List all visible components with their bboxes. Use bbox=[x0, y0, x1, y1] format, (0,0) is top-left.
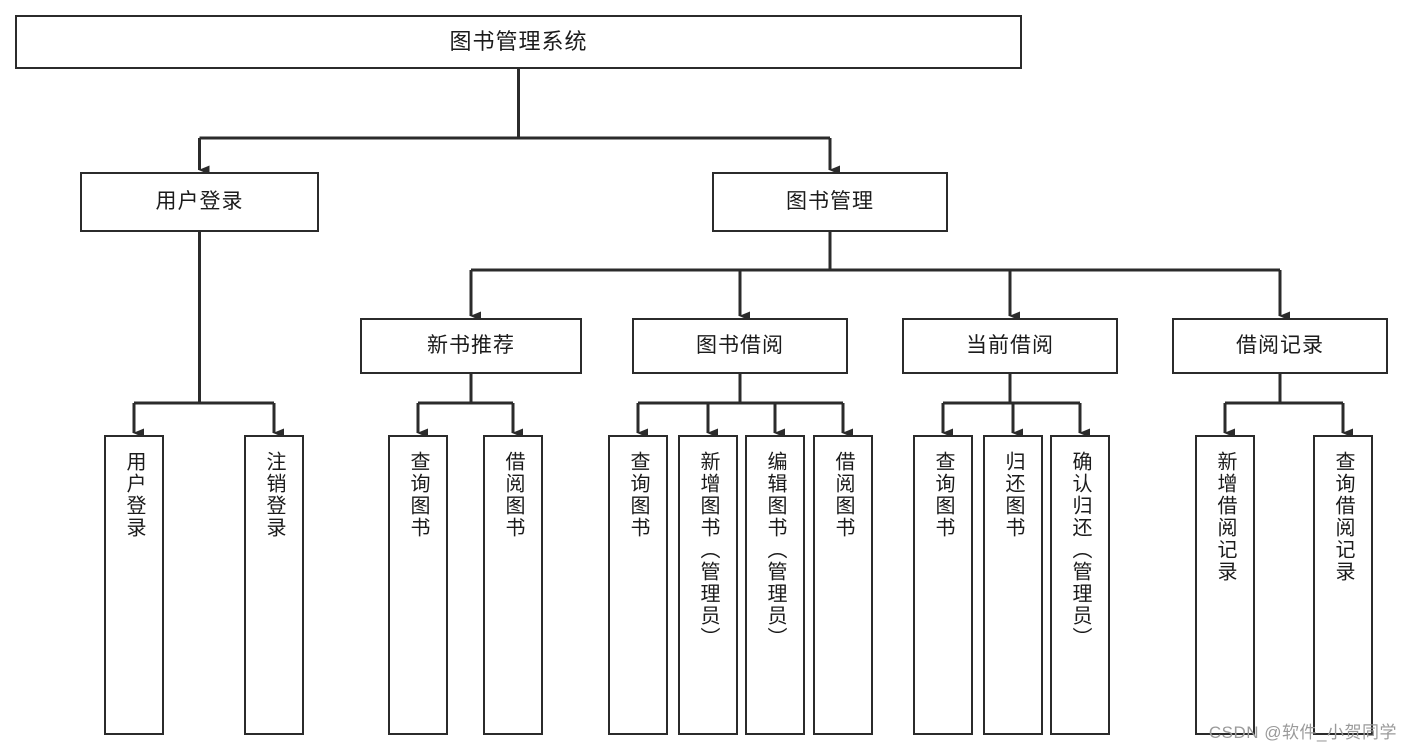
node-book-manage-label: 图书管理 bbox=[786, 189, 874, 213]
node-user-logout-label: 注销登录 bbox=[263, 451, 285, 539]
node-rec-query-book-label: 查询图书 bbox=[407, 451, 429, 539]
node-bb-edit-book[interactable]: 编辑图书（管理员） bbox=[745, 435, 805, 735]
node-br-add-record-label: 新增借阅记录 bbox=[1214, 451, 1236, 583]
node-bb-query-book[interactable]: 查询图书 bbox=[608, 435, 668, 735]
node-cb-query-book[interactable]: 查询图书 bbox=[913, 435, 973, 735]
node-user-login-do-label: 用户登录 bbox=[123, 451, 145, 539]
node-bb-borrow-book-label: 借阅图书 bbox=[832, 451, 854, 539]
node-book-manage[interactable]: 图书管理 bbox=[712, 172, 948, 232]
node-user-login-label: 用户登录 bbox=[155, 189, 244, 213]
node-br-add-record[interactable]: 新增借阅记录 bbox=[1195, 435, 1255, 735]
node-cb-return-book[interactable]: 归还图书 bbox=[983, 435, 1043, 735]
node-new-book-rec[interactable]: 新书推荐 bbox=[360, 318, 582, 374]
node-rec-borrow-book[interactable]: 借阅图书 bbox=[483, 435, 543, 735]
node-cb-return-book-label: 归还图书 bbox=[1002, 451, 1024, 539]
node-rec-borrow-book-label: 借阅图书 bbox=[502, 451, 524, 539]
node-rec-query-book[interactable]: 查询图书 bbox=[388, 435, 448, 735]
tree-connectors bbox=[132, 69, 1353, 438]
node-cb-query-book-label: 查询图书 bbox=[932, 451, 954, 539]
node-new-book-rec-label: 新书推荐 bbox=[427, 333, 515, 357]
node-bb-add-book[interactable]: 新增图书（管理员） bbox=[678, 435, 738, 735]
node-br-query-record[interactable]: 查询借阅记录 bbox=[1313, 435, 1373, 735]
node-root-system[interactable]: 图书管理系统 bbox=[15, 15, 1022, 69]
node-borrow-record[interactable]: 借阅记录 bbox=[1172, 318, 1388, 374]
node-br-query-record-label: 查询借阅记录 bbox=[1332, 451, 1354, 583]
node-root-system-label: 图书管理系统 bbox=[449, 29, 588, 55]
node-cb-confirm-return[interactable]: 确认归还（管理员） bbox=[1050, 435, 1110, 735]
node-bb-query-book-label: 查询图书 bbox=[627, 451, 649, 539]
node-book-borrow[interactable]: 图书借阅 bbox=[632, 318, 848, 374]
node-user-login-do[interactable]: 用户登录 bbox=[104, 435, 164, 735]
node-bb-add-book-label: 新增图书（管理员） bbox=[697, 451, 719, 649]
node-current-borrow[interactable]: 当前借阅 bbox=[902, 318, 1118, 374]
node-user-logout[interactable]: 注销登录 bbox=[244, 435, 304, 735]
node-user-login[interactable]: 用户登录 bbox=[80, 172, 319, 232]
node-bb-edit-book-label: 编辑图书（管理员） bbox=[764, 451, 786, 649]
node-bb-borrow-book[interactable]: 借阅图书 bbox=[813, 435, 873, 735]
node-borrow-record-label: 借阅记录 bbox=[1236, 333, 1324, 357]
node-book-borrow-label: 图书借阅 bbox=[696, 333, 784, 357]
node-current-borrow-label: 当前借阅 bbox=[966, 333, 1054, 357]
watermark-label: CSDN @软件_小贺同学 bbox=[1208, 723, 1397, 742]
node-cb-confirm-return-label: 确认归还（管理员） bbox=[1069, 451, 1091, 649]
